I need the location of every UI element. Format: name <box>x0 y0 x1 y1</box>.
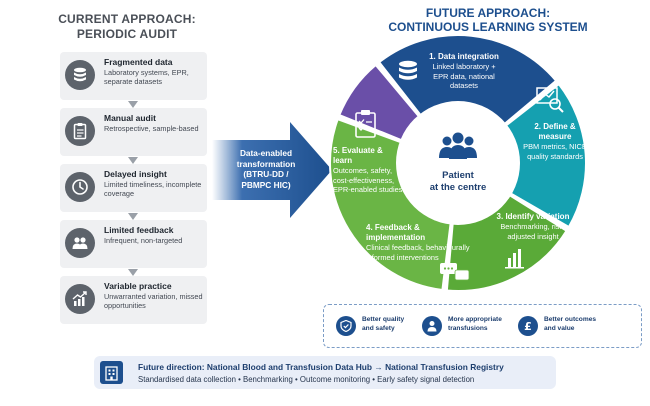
outcome-value: Better outcomes and value <box>544 316 620 333</box>
down-arrow-icon <box>128 269 138 276</box>
outcome-appropriate-transfusions: More appropriate transfusions <box>448 316 520 333</box>
segment-feedback-implementation: 4. Feedback & implementation Clinical fe… <box>366 223 478 262</box>
segment-body: PBM metrics, NICE quality standards <box>523 142 587 161</box>
banner-hub: Future direction: National Blood and Tra… <box>138 362 373 372</box>
segment-data-integration: 1. Data integration Linked laboratory + … <box>424 52 504 91</box>
segment-title: 4. Feedback & implementation <box>366 223 426 242</box>
patient-group-icon <box>439 132 477 159</box>
transformation-line3: (BTRU-DD / <box>243 169 289 179</box>
segment-body: Outcomes, safety, cost-effectiveness, EP… <box>333 166 403 194</box>
segment-body: Benchmarking, risk-adjusted insight <box>500 222 566 241</box>
segment-title: 1. Data integration <box>429 52 499 61</box>
chat-bubbles-icon <box>440 263 470 281</box>
outcome-line1: Better outcomes <box>544 316 597 323</box>
segment-title: 5. Evaluate & learn <box>333 146 383 165</box>
magnifier-chart-icon <box>536 87 564 113</box>
banner-arrow: → <box>374 362 383 372</box>
segment-body: Linked laboratory + EPR data, national d… <box>432 62 496 90</box>
segment-title: 3. Identify variation <box>496 212 570 221</box>
transformation-line2: transformation <box>236 158 296 169</box>
card-title: Variable practice <box>104 281 172 291</box>
card-fragmented-data: Fragmented data Laboratory systems, EPR,… <box>60 52 207 100</box>
centre-line1: Patient <box>442 170 474 181</box>
card-manual-audit: Manual audit Retrospective, sample-based <box>60 108 207 156</box>
banner-heading: Future direction: National Blood and Tra… <box>138 362 504 372</box>
transformation-arrow <box>212 122 332 218</box>
learning-cycle-diagram <box>329 34 587 292</box>
current-approach-title: CURRENT APPROACH: PERIODIC AUDIT <box>52 12 202 42</box>
future-approach-title-line2: CONTINUOUS LEARNING SYSTEM <box>388 20 588 34</box>
svg-text:£: £ <box>524 320 532 332</box>
card-subtitle: Laboratory systems, EPR, separate datase… <box>104 68 189 86</box>
people-icon <box>65 228 95 258</box>
future-approach-title-line1: FUTURE APPROACH: <box>425 6 551 20</box>
segment-title: 2. Define & measure <box>534 122 576 141</box>
outcome-quality-safety: Better quality and safety <box>362 316 422 333</box>
outcome-line2: and value <box>544 324 575 332</box>
chart-icon <box>65 284 95 314</box>
database-icon <box>399 60 417 80</box>
card-subtitle: Retrospective, sample-based <box>104 124 199 133</box>
down-arrow-icon <box>128 213 138 220</box>
outcome-line2: transfusions <box>448 324 488 332</box>
clipboard-icon <box>65 116 95 146</box>
card-subtitle: Infrequent, non-targeted <box>104 236 183 245</box>
checklist-icon <box>355 110 376 138</box>
transformation-line4: PBMPC HIC) <box>241 179 291 190</box>
hospital-icon <box>100 361 123 384</box>
outcome-line1: More appropriate <box>448 316 502 323</box>
card-title: Fragmented data <box>104 57 173 67</box>
outcome-line2: and safety <box>362 324 395 332</box>
bar-chart-icon <box>505 249 524 269</box>
patient-centre-circle <box>396 101 520 225</box>
current-approach-title-line2: PERIODIC AUDIT <box>76 27 178 41</box>
patient-centre-label: Patient at the centre <box>420 170 496 193</box>
card-subtitle: Limited timeliness, incomplete coverage <box>104 180 202 198</box>
pound-icon: £ <box>518 316 538 336</box>
future-approach-title: FUTURE APPROACH: CONTINUOUS LEARNING SYS… <box>368 6 608 34</box>
card-subtitle: Unwarranted variation, missed opportunit… <box>104 292 203 310</box>
card-variable-practice: Variable practice Unwarranted variation,… <box>60 276 207 324</box>
outcomes-box: Better quality and safety More appropria… <box>323 304 642 348</box>
banner-registry: National Transfusion Registry <box>385 362 504 372</box>
outcome-line1: Better quality <box>362 316 405 323</box>
person-icon <box>422 316 442 336</box>
centre-line2: at the centre <box>429 181 487 193</box>
database-icon <box>65 60 95 90</box>
down-arrow-icon <box>128 101 138 108</box>
future-direction-banner: Future direction: National Blood and Tra… <box>94 356 556 389</box>
card-title: Manual audit <box>104 113 156 123</box>
card-limited-feedback: Limited feedback Infrequent, non-targete… <box>60 220 207 268</box>
card-delayed-insight: Delayed insight Limited timeliness, inco… <box>60 164 207 212</box>
banner-details: Standardised data collection • Benchmark… <box>138 375 475 384</box>
down-arrow-icon <box>128 157 138 164</box>
card-title: Limited feedback <box>104 225 174 235</box>
segment-body: Clinical feedback, behaviourally informe… <box>366 243 470 262</box>
current-approach-title-line1: CURRENT APPROACH: <box>58 12 196 26</box>
card-title: Delayed insight <box>104 169 167 179</box>
segment-define-measure: 2. Define & measure PBM metrics, NICE qu… <box>519 122 591 161</box>
transformation-line1: Data-enabled <box>239 148 293 158</box>
transformation-label: Data-enabled transformation (BTRU-DD / P… <box>220 148 312 190</box>
clock-icon <box>65 172 95 202</box>
shield-check-icon <box>336 316 356 336</box>
segment-evaluate-learn: 5. Evaluate & learn Outcomes, safety, co… <box>333 146 403 195</box>
segment-identify-variation: 3. Identify variation Benchmarking, risk… <box>493 212 573 241</box>
